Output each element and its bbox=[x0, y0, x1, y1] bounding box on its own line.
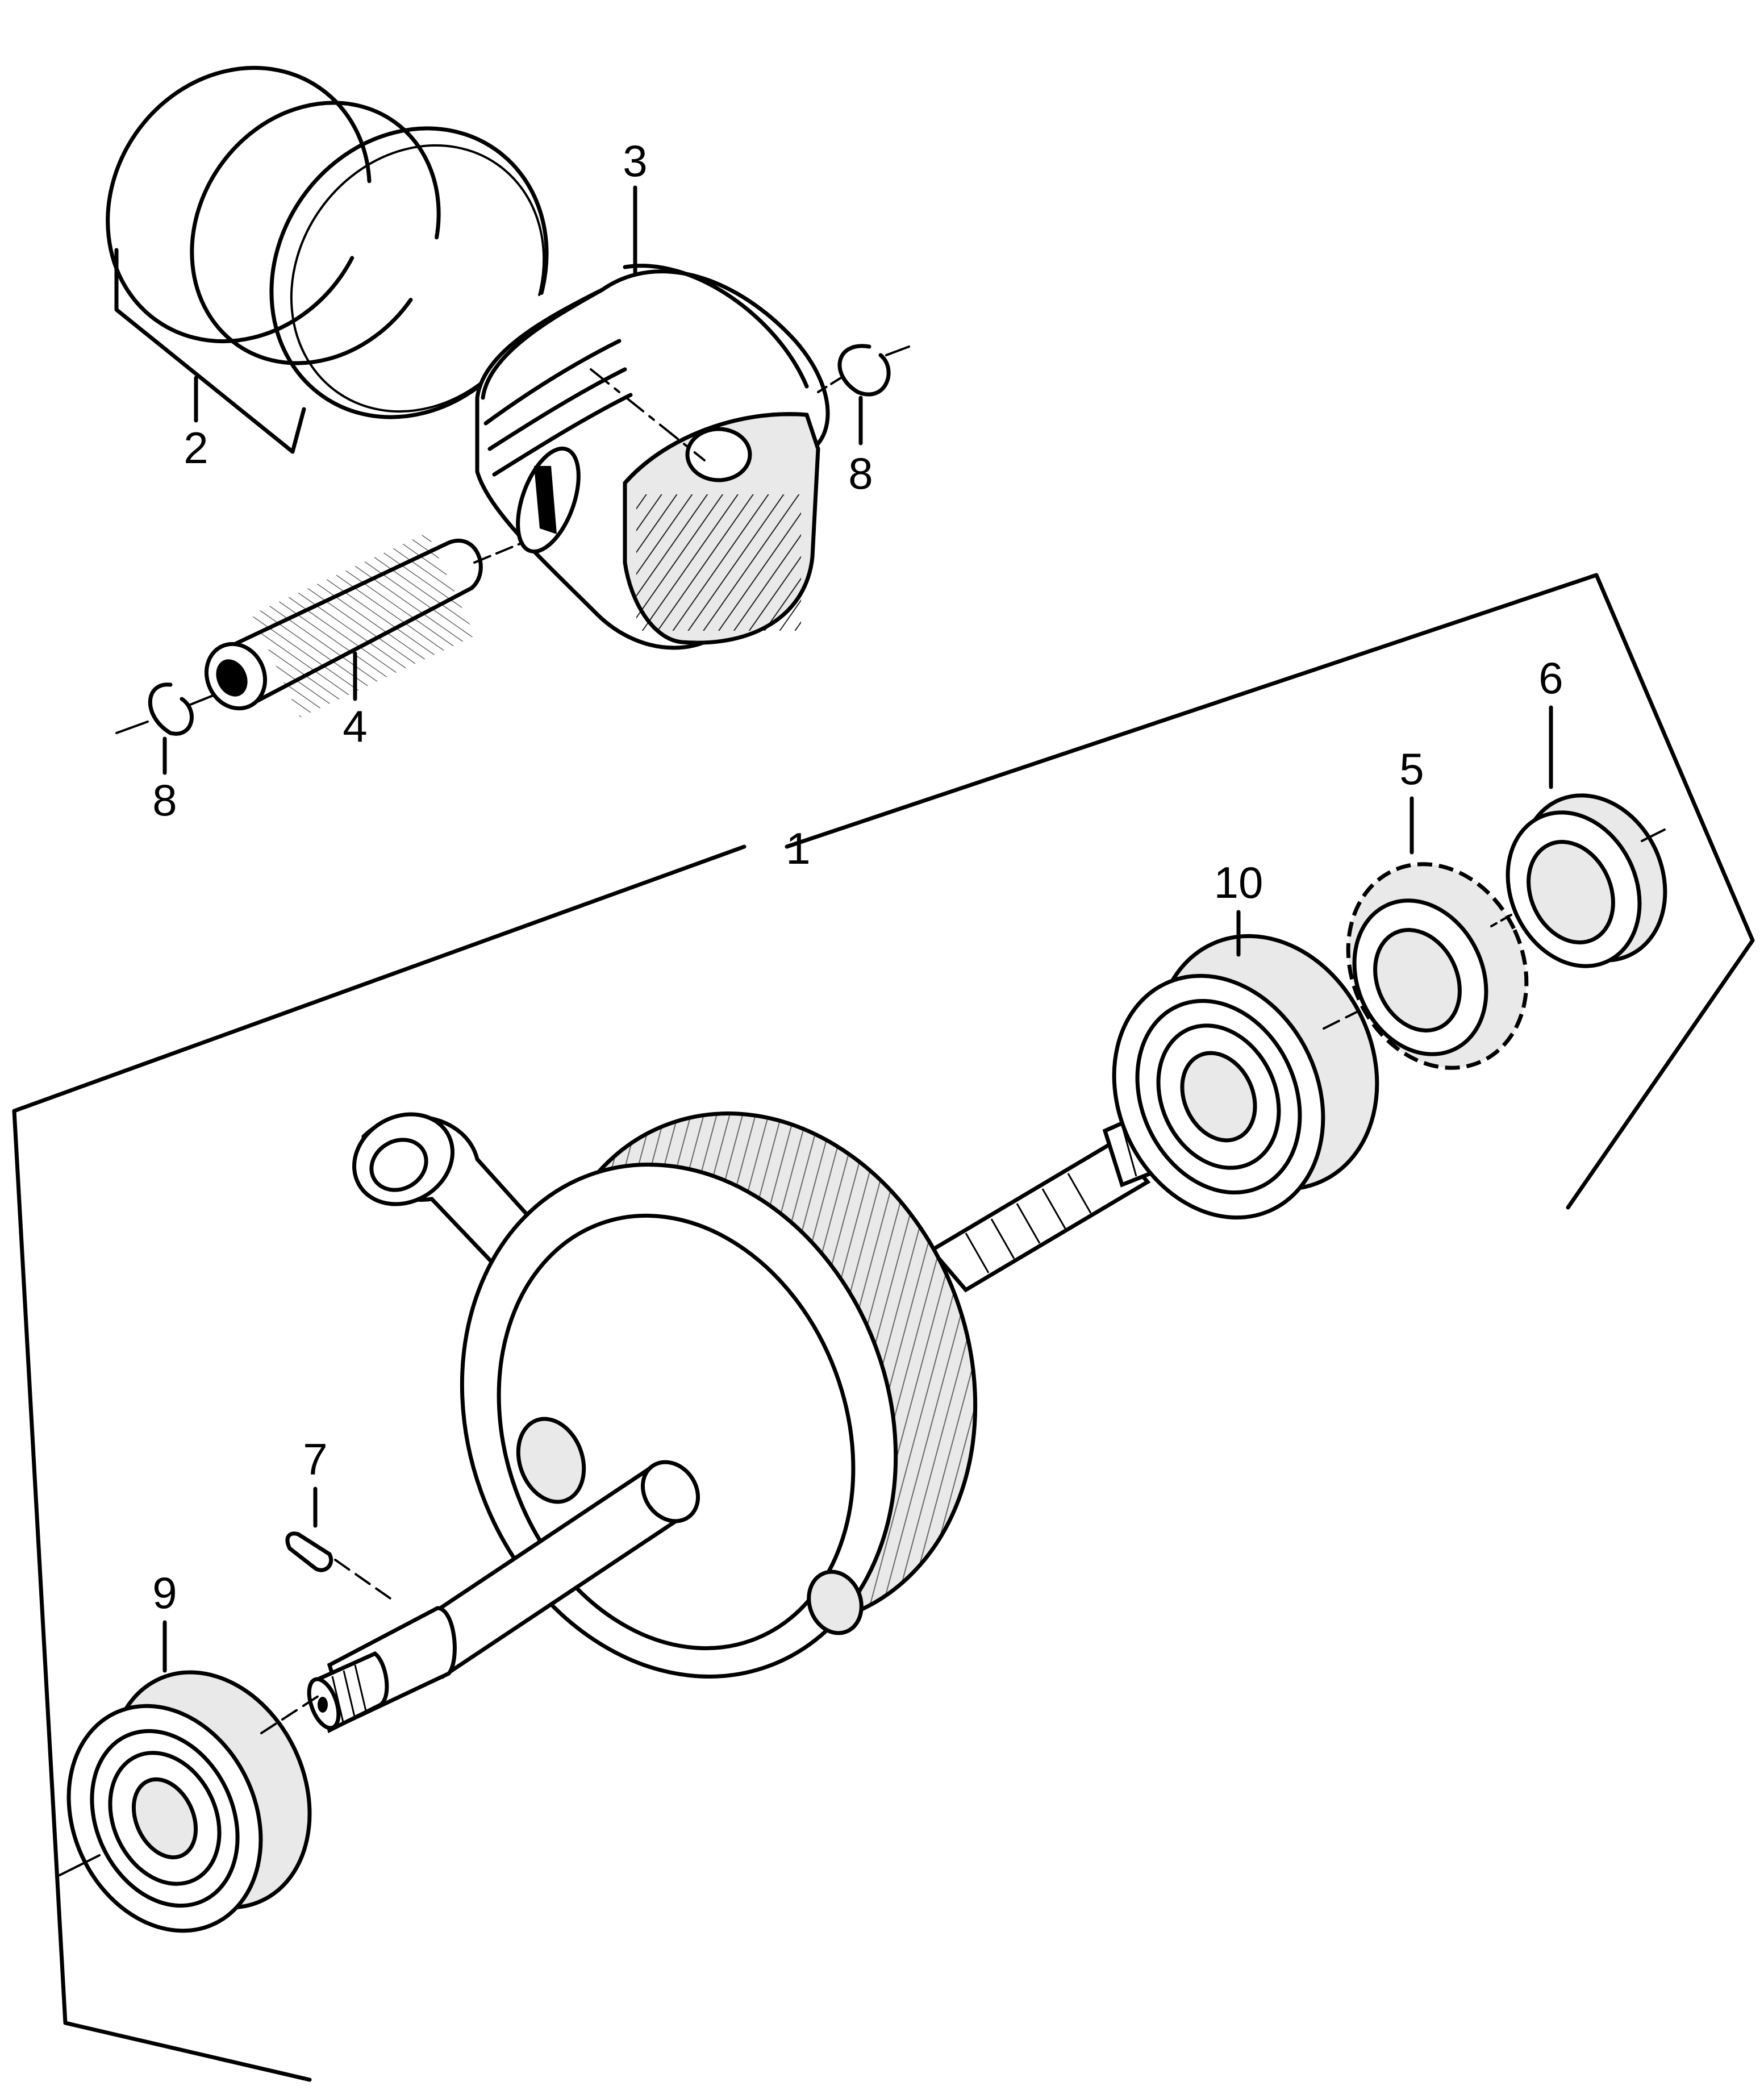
cam-chain-sprocket bbox=[1346, 796, 1529, 1070]
callout-labels: 1 2 3 4 5 6 7 8 8 9 10 bbox=[152, 136, 1563, 1618]
left-bearing bbox=[59, 1620, 319, 1933]
oil-seal bbox=[1490, 705, 1667, 968]
piston-pin-clip-right bbox=[817, 344, 910, 445]
callout-5: 5 bbox=[1399, 744, 1424, 794]
piston-ring-middle bbox=[190, 101, 441, 365]
right-bearing bbox=[1112, 910, 1379, 1220]
piston-ring-top bbox=[106, 65, 372, 344]
piston-pin-clip-left bbox=[115, 682, 220, 775]
crank-assembly-outline bbox=[785, 573, 1755, 1210]
callout-8-upper: 8 bbox=[848, 448, 873, 498]
woodruff-key bbox=[285, 1487, 393, 1601]
callout-4: 4 bbox=[343, 701, 367, 751]
callout-9: 9 bbox=[152, 1568, 177, 1618]
callout-1: 1 bbox=[786, 823, 810, 873]
ring-set-bracket bbox=[114, 248, 306, 454]
callout-7: 7 bbox=[303, 1434, 327, 1484]
piston bbox=[475, 264, 830, 650]
crankshaft bbox=[307, 1106, 1173, 1734]
piston-pin bbox=[204, 532, 524, 718]
callout-3: 3 bbox=[623, 136, 647, 186]
callout-2: 2 bbox=[184, 423, 208, 473]
callout-8-lower: 8 bbox=[152, 775, 177, 825]
callout-6: 6 bbox=[1538, 653, 1563, 703]
callout-10: 10 bbox=[1214, 857, 1263, 907]
